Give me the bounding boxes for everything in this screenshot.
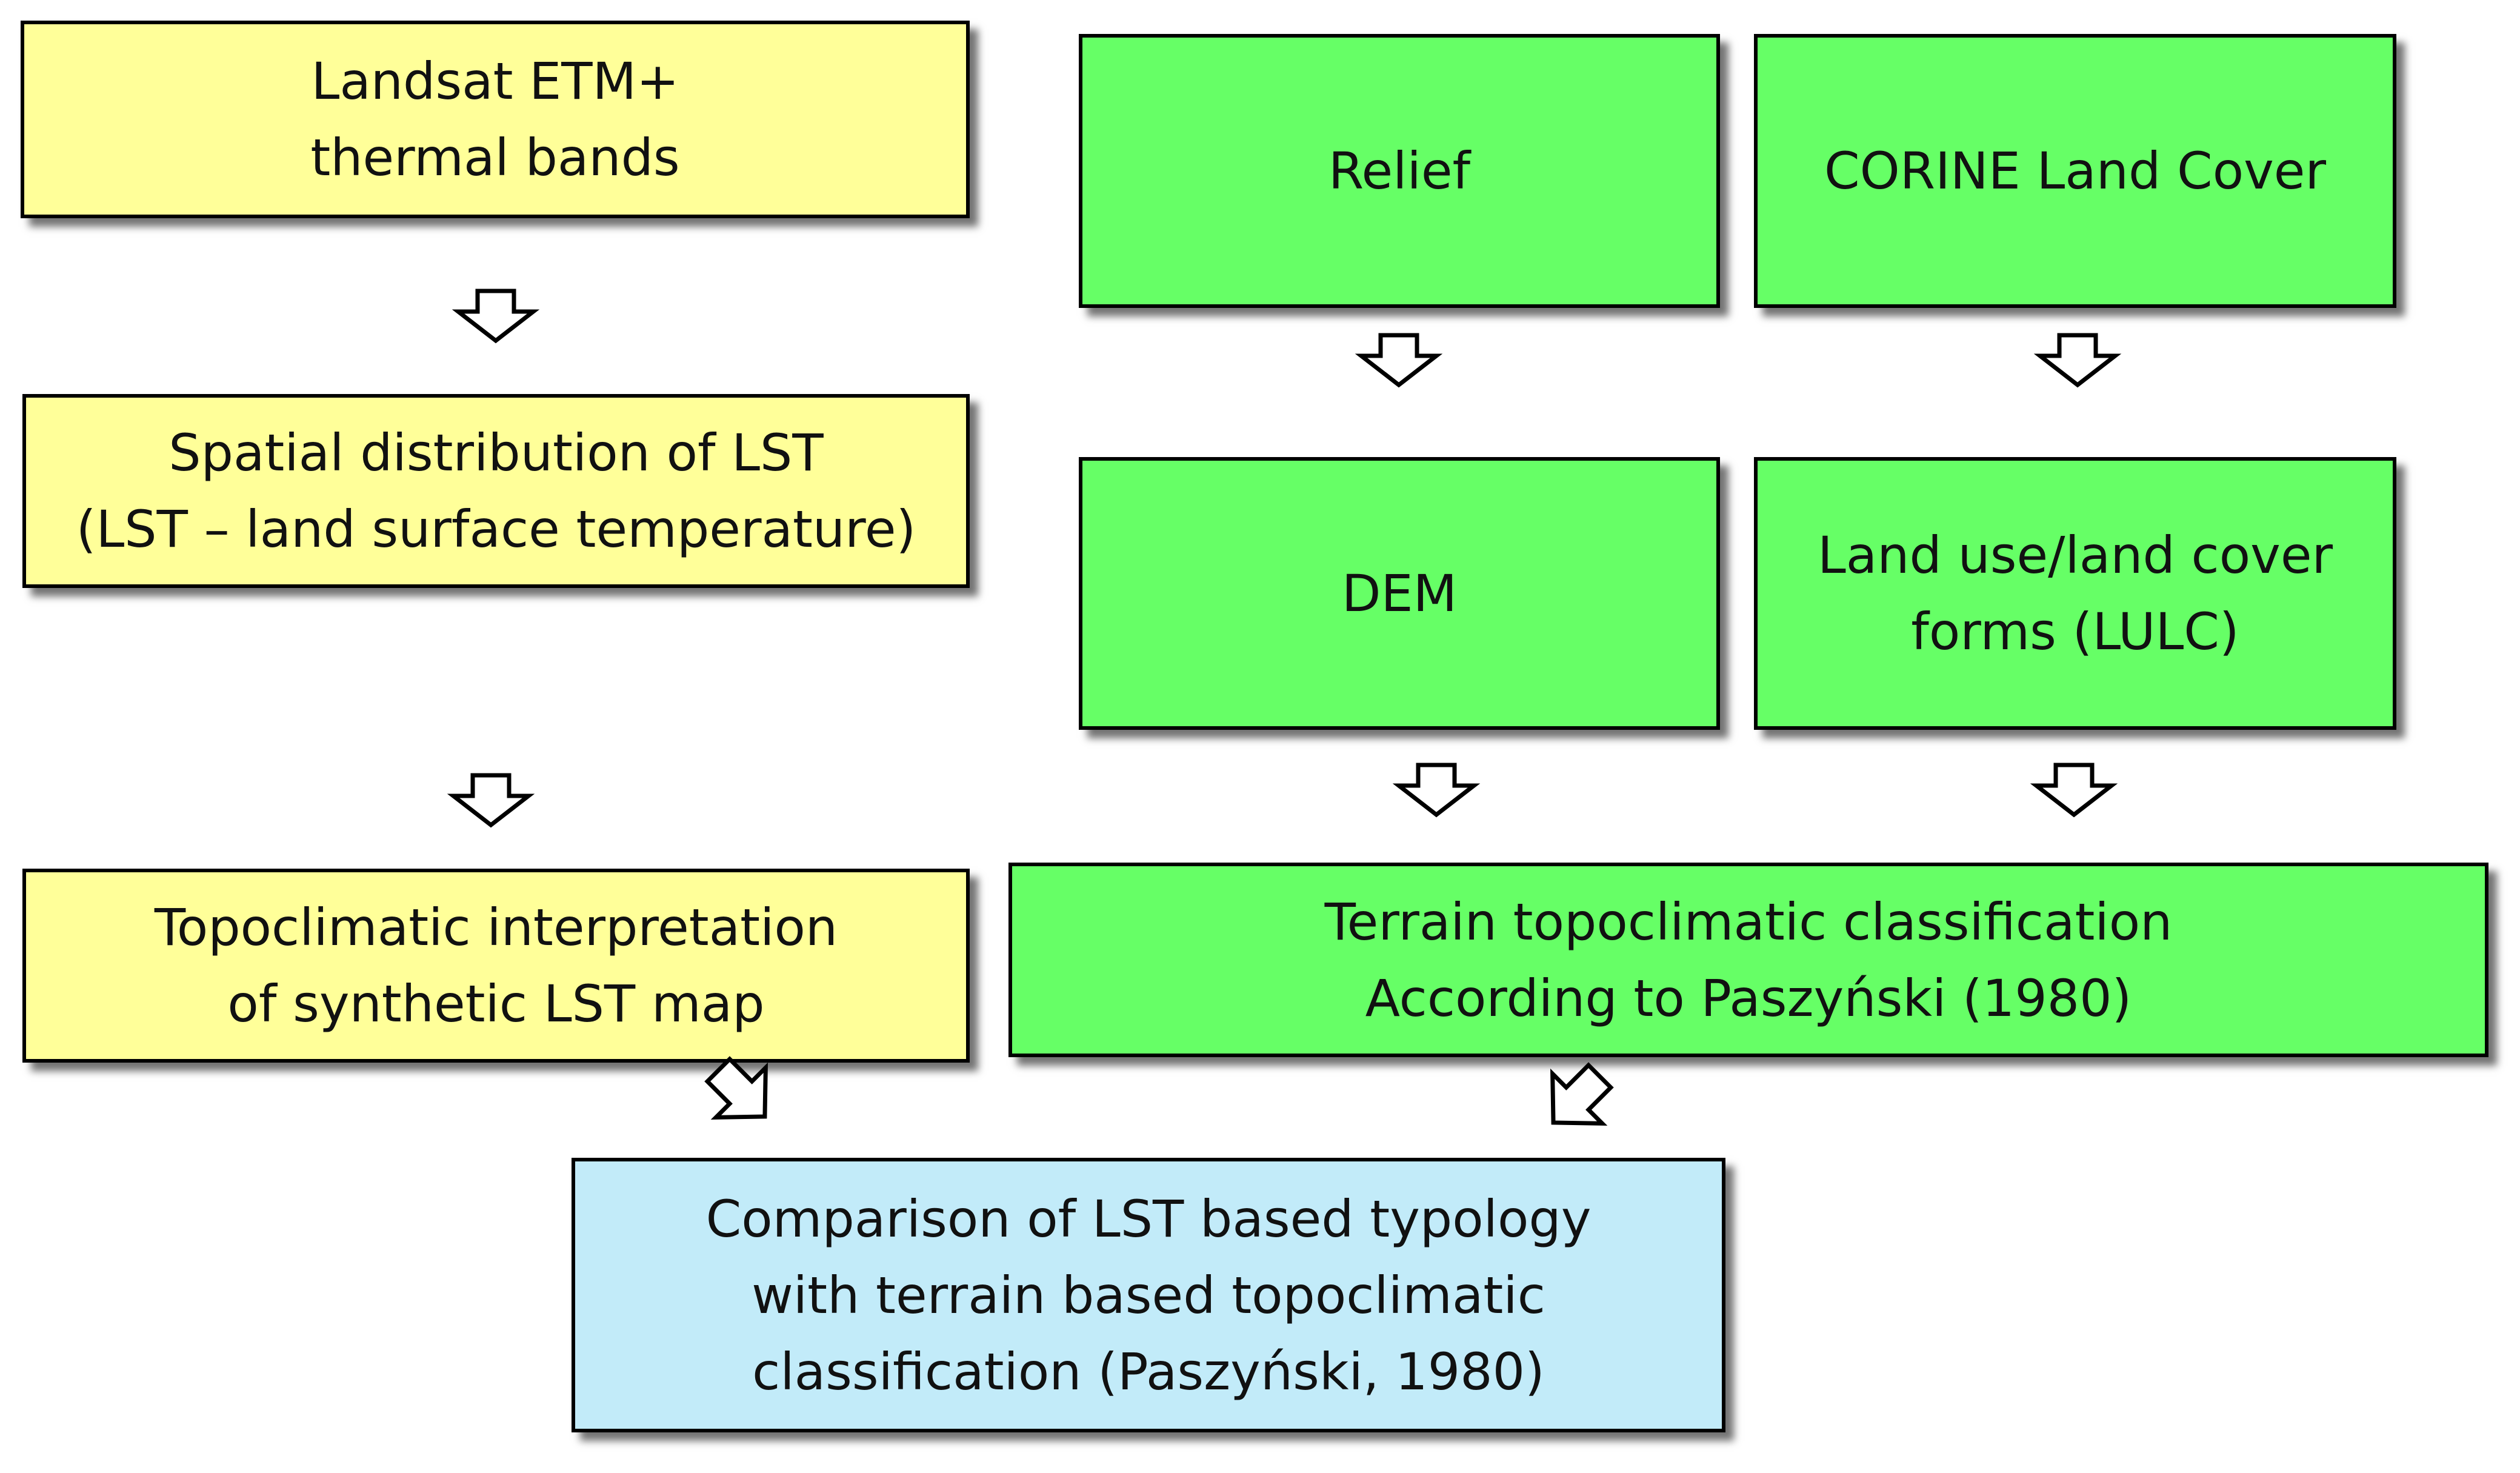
- landsat-box: Landsat ETM+ thermal bands: [21, 21, 970, 218]
- terrain-classification-box: Terrain topoclimatic classification Acco…: [1008, 863, 2488, 1057]
- corine-label: CORINE Land Cover: [1824, 141, 2327, 201]
- comparison-label-line3: classification (Paszyński, 1980): [752, 1341, 1545, 1401]
- landsat-label-line2: thermal bands: [310, 128, 680, 187]
- lst-distribution-label-line2: (LST – land surface temperature): [76, 499, 916, 559]
- arrow-lulc-to-terrain-icon: [2036, 765, 2112, 815]
- corine-box: CORINE Land Cover: [1754, 34, 2396, 308]
- lulc-label-line2: forms (LULC): [1911, 602, 2239, 661]
- arrow-landsat-to-lst-icon: [458, 291, 533, 341]
- arrow-dem-to-terrain-icon: [1399, 765, 1474, 815]
- lulc-box: Land use/land cover forms (LULC): [1754, 457, 2396, 730]
- arrow-relief-to-dem-icon: [1361, 335, 1436, 385]
- comparison-label-line2: with terrain based topoclimatic: [752, 1265, 1545, 1325]
- comparison-box: Comparison of LST based typology with te…: [572, 1158, 1725, 1432]
- landsat-label-line1: Landsat ETM+: [311, 52, 679, 111]
- terrain-classification-label-line1: Terrain topoclimatic classification: [1324, 892, 2173, 952]
- topo-interpretation-label-line1: Topoclimatic interpretation: [154, 898, 838, 957]
- lst-distribution-box: Spatial distribution of LST (LST – land …: [22, 394, 970, 588]
- lulc-label-line1: Land use/land cover: [1817, 526, 2333, 585]
- arrow-corine-to-lulc-icon: [2040, 335, 2115, 385]
- arrow-terrain-to-comparison-icon: [1550, 1062, 1614, 1126]
- comparison-label-line1: Comparison of LST based typology: [705, 1189, 1592, 1249]
- terrain-classification-label-line2: According to Paszyński (1980): [1365, 968, 2132, 1028]
- topo-interpretation-label-line2: of synthetic LST map: [227, 974, 765, 1034]
- relief-label: Relief: [1328, 141, 1471, 201]
- dem-box: DEM: [1079, 457, 1720, 730]
- arrow-lst-to-interpretation-icon: [453, 775, 528, 825]
- lst-distribution-label-line1: Spatial distribution of LST: [168, 423, 824, 483]
- relief-box: Relief: [1079, 34, 1720, 308]
- dem-label: DEM: [1341, 564, 1458, 623]
- topo-interpretation-box: Topoclimatic interpretation of synthetic…: [22, 869, 970, 1063]
